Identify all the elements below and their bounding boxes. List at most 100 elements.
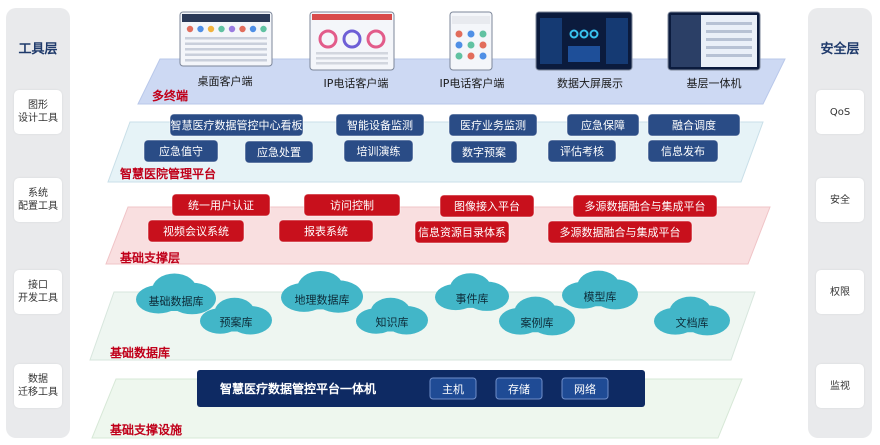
screen-dot: [207, 25, 215, 33]
mgmt-item[interactable]: 应急保障: [566, 113, 640, 137]
cloud-db-icon[interactable]: 知识库: [356, 297, 428, 335]
tool-layer-panel: 工具层 图形 设计工具 系统 配置工具 接口 开发工具 数据 迁移工具: [6, 8, 70, 438]
cloud-label: 知识库: [376, 315, 409, 329]
screen-dot: [249, 25, 257, 33]
cloud-db-icon[interactable]: 预案库: [200, 297, 272, 335]
pill-label: 应急值守: [159, 144, 203, 158]
pill-box: [414, 220, 510, 244]
cloud-db-icon[interactable]: 地理数据库: [281, 270, 363, 313]
device-desktop-screen[interactable]: [179, 11, 273, 67]
pill-box: [566, 113, 640, 137]
infra-component-button[interactable]: 网络: [561, 377, 609, 400]
pill-box: [439, 194, 535, 218]
screen-dot: [218, 25, 225, 33]
screen-row: [316, 57, 388, 60]
screen-ring: [366, 29, 386, 49]
screen-row: [185, 37, 267, 40]
mgmt-item[interactable]: 应急值守: [143, 139, 219, 163]
mgmt-item[interactable]: 数字预案: [450, 140, 518, 164]
screen-header: [182, 14, 270, 22]
permission-item[interactable]: 权限: [816, 270, 864, 314]
pill-box: [147, 219, 245, 243]
mgmt-item[interactable]: 信息发布: [647, 139, 719, 163]
mgmt-item[interactable]: 培训演练: [343, 139, 414, 163]
system-config-tool[interactable]: 系统 配置工具: [14, 178, 62, 222]
screen-app: [479, 52, 487, 60]
pill-box: [647, 139, 719, 163]
screen-panel: [540, 18, 562, 64]
infra-component-label: 存储: [508, 382, 530, 396]
cloud-part: [285, 294, 359, 310]
screen-row: [706, 30, 752, 33]
mgmt-item[interactable]: 融合调度: [647, 113, 741, 137]
pill-box: [450, 140, 518, 164]
cloud-db-icon[interactable]: 文档库: [654, 296, 730, 336]
interface-dev-tool[interactable]: 接口 开发工具: [14, 270, 62, 314]
security-item[interactable]: 安全: [816, 178, 864, 222]
data-migration-tool[interactable]: 数据 迁移工具: [14, 364, 62, 408]
infra-platform-box[interactable]: 智慧医疗数据管控平台一体机主机存储网络: [197, 370, 645, 407]
pill-label: 数字预案: [462, 145, 506, 159]
screen-row: [706, 38, 752, 41]
device-allinone-screen[interactable]: [667, 11, 761, 71]
pill-box: [143, 139, 219, 163]
infra-component-button[interactable]: 存储: [495, 377, 543, 400]
support-item[interactable]: 多源数据融合与集成平台: [572, 194, 718, 218]
device-tablet-screen[interactable]: [309, 11, 395, 71]
security-layer-panel: 安全层 QoS 安全 权限 监视: [808, 8, 872, 438]
cloud-label: 案例库: [521, 316, 554, 330]
screen-row: [706, 46, 752, 49]
screen-ring: [342, 29, 362, 49]
screen-app: [467, 52, 475, 60]
mgmt-item[interactable]: 评估考核: [547, 139, 617, 163]
screen-dot: [239, 25, 246, 33]
cloud-db-icon[interactable]: 案例库: [499, 296, 575, 336]
support-item[interactable]: 报表系统: [278, 219, 374, 243]
cloud-db-icon[interactable]: 模型库: [562, 270, 638, 310]
screen-row: [316, 52, 388, 55]
infra-component-button[interactable]: 主机: [429, 377, 477, 400]
database-layer-label: 基础数据库: [109, 345, 170, 360]
screen-ring: [579, 29, 589, 39]
cloud-db-icon[interactable]: 事件库: [435, 273, 509, 311]
cloud-part: [204, 318, 268, 332]
pill-box: [303, 193, 401, 217]
screen-panel: [606, 18, 628, 64]
qos-item[interactable]: QoS: [816, 90, 864, 134]
pill-box: [343, 139, 414, 163]
cloud-label: 基础数据库: [149, 294, 204, 308]
support-item[interactable]: 统一用户认证: [171, 193, 271, 217]
support-item[interactable]: 信息资源目录体系: [414, 220, 510, 244]
screen-dot: [260, 25, 267, 33]
cloud-part: [140, 296, 212, 311]
mgmt-item[interactable]: 医疗业务监测: [448, 113, 538, 137]
monitor-item[interactable]: 监视: [816, 364, 864, 408]
pill-label: 智慧医疗数据管控中心看板: [171, 118, 303, 132]
screen-dot: [197, 25, 204, 33]
pill-label: 应急处置: [257, 145, 301, 159]
support-item[interactable]: 视频会议系统: [147, 219, 245, 243]
pill-box: [572, 194, 718, 218]
cloud-label: 预案库: [220, 315, 253, 329]
support-item[interactable]: 访问控制: [303, 193, 401, 217]
pill-box: [547, 139, 617, 163]
screen-dot: [186, 25, 194, 33]
cloud-db-icon[interactable]: 基础数据库: [136, 273, 216, 315]
screen-app: [467, 41, 475, 49]
support-item[interactable]: 图像接入平台: [439, 194, 535, 218]
mgmt-item[interactable]: 应急处置: [244, 140, 314, 164]
pill-box: [171, 193, 271, 217]
screen-row: [706, 22, 752, 25]
screen-ring: [569, 29, 579, 39]
device-label: 基层一体机: [687, 76, 742, 90]
device-phone-screen[interactable]: [449, 11, 493, 71]
support-item[interactable]: 多源数据融合与集成平台: [547, 220, 693, 244]
graphic-design-tool[interactable]: 图形 设计工具: [14, 90, 62, 134]
mgmt-item[interactable]: 智能设备监测: [335, 113, 425, 137]
cloud-part: [360, 318, 424, 332]
mgmt-item[interactable]: 智慧医疗数据管控中心看板: [169, 113, 304, 137]
infra-component-box: [495, 377, 543, 400]
pill-box: [244, 140, 314, 164]
device-bigscreen-screen[interactable]: [535, 11, 633, 71]
pill-box: [169, 113, 304, 137]
